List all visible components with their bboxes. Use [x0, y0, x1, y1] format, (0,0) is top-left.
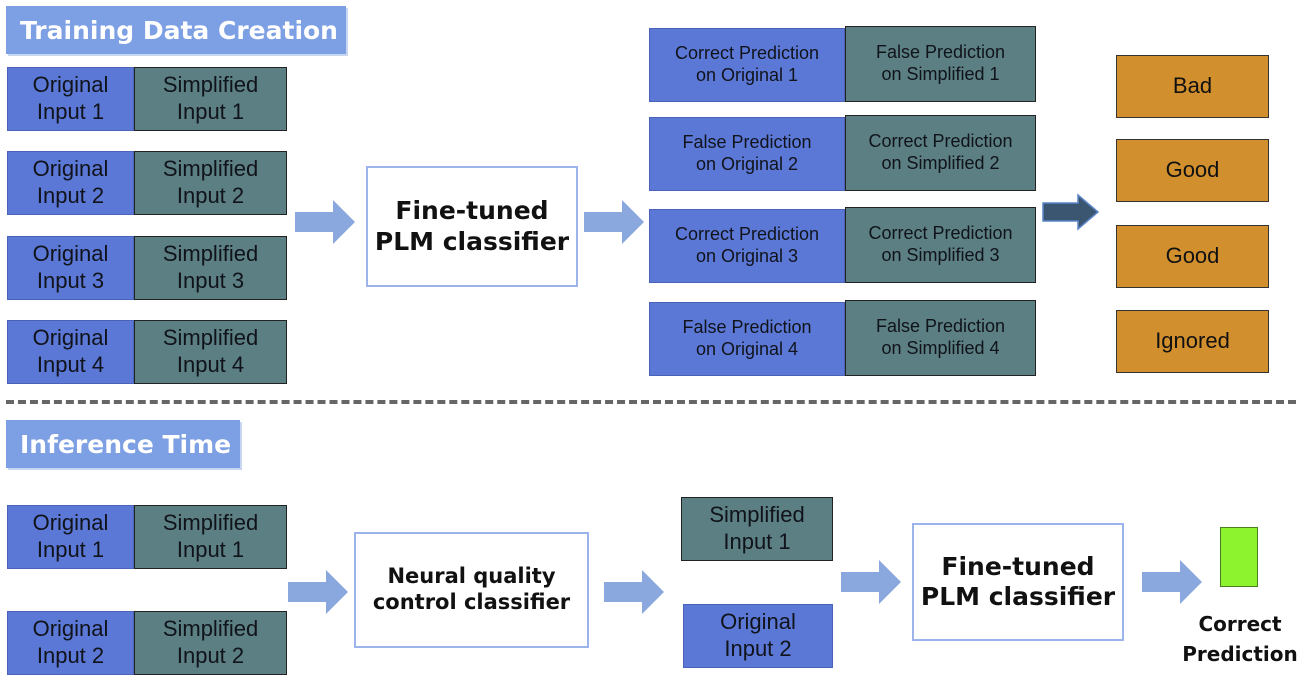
prediction-original-4: False Prediction on Original 4	[649, 302, 845, 376]
training-simplified-1: Simplified Input 1	[134, 67, 287, 131]
inference-original-1: Original Input 1	[7, 505, 134, 569]
section-divider	[6, 400, 1296, 404]
training-original-1: Original Input 1	[7, 67, 134, 131]
inference-simplified-1: Simplified Input 1	[134, 505, 287, 569]
arrow-right-icon	[288, 570, 348, 614]
prediction-simplified-3: Correct Prediction on Simplified 3	[845, 207, 1036, 283]
prediction-simplified-2: Correct Prediction on Simplified 2	[845, 115, 1036, 191]
prediction-original-1: Correct Prediction on Original 1	[649, 28, 845, 102]
training-plm-classifier: Fine-tuned PLM classifier	[366, 166, 578, 287]
correct-indicator	[1220, 527, 1258, 587]
selected-original-2: Original Input 2	[683, 604, 833, 668]
training-simplified-3: Simplified Input 3	[134, 236, 287, 300]
label-1: Bad	[1116, 55, 1269, 118]
training-simplified-2: Simplified Input 2	[134, 151, 287, 215]
arrow-right-icon	[841, 560, 901, 604]
training-original-2: Original Input 2	[7, 151, 134, 215]
arrow-right-icon	[584, 200, 644, 244]
label-4: Ignored	[1116, 310, 1269, 373]
training-original-3: Original Input 3	[7, 236, 134, 300]
arrow-right-icon	[295, 200, 355, 244]
training-original-4: Original Input 4	[7, 320, 134, 384]
arrow-right-icon	[604, 570, 664, 614]
inference-plm-classifier: Fine-tuned PLM classifier	[912, 523, 1124, 641]
arrow-right-dark-icon	[1042, 193, 1100, 231]
prediction-simplified-4: False Prediction on Simplified 4	[845, 300, 1036, 376]
label-3: Good	[1116, 225, 1269, 288]
prediction-original-3: Correct Prediction on Original 3	[649, 209, 845, 283]
label-2: Good	[1116, 139, 1269, 202]
selected-simplified-1: Simplified Input 1	[681, 497, 833, 561]
quality-control-classifier: Neural quality control classifier	[354, 532, 589, 648]
inference-simplified-2: Simplified Input 2	[134, 611, 287, 675]
inference-header: Inference Time	[6, 420, 240, 468]
inference-original-2: Original Input 2	[7, 611, 134, 675]
training-simplified-4: Simplified Input 4	[134, 320, 287, 384]
training-header: Training Data Creation	[6, 6, 346, 54]
output-caption: Correct Prediction	[1182, 612, 1298, 666]
arrow-right-icon	[1142, 560, 1202, 604]
prediction-original-2: False Prediction on Original 2	[649, 117, 845, 191]
prediction-simplified-1: False Prediction on Simplified 1	[845, 26, 1036, 102]
